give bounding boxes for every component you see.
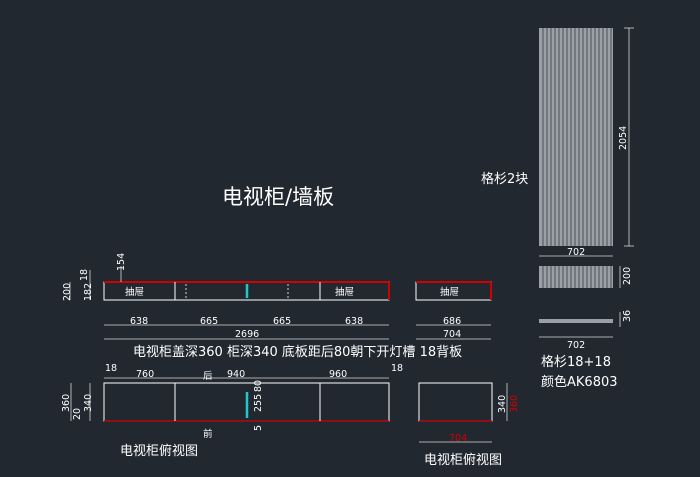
panel-width-dim: 702: [567, 247, 585, 258]
top-dim-80: 80: [253, 380, 264, 392]
top-dim-360: 360: [61, 394, 72, 412]
dim-200: 200: [62, 283, 73, 301]
panel-spec: 格杉18+18: [541, 354, 611, 370]
drawer-label-right: 抽屉: [335, 286, 354, 298]
front-elevation: 抽屉 抽屉 200 18 182 154 638 665 665 638 269…: [62, 253, 492, 340]
top-dim-5: 5: [253, 425, 264, 431]
side-dim-686: 686: [443, 316, 461, 327]
top-seg-dim-3: 960: [329, 369, 347, 380]
top-front-label: 前: [203, 428, 213, 440]
panel-bottom-width-dim: 702: [567, 340, 585, 351]
dim-182: 182: [83, 283, 94, 301]
top-back-label: 后: [203, 371, 213, 382]
seg-dim-2: 665: [200, 316, 218, 327]
panel-label: 格杉2块: [481, 171, 528, 187]
total-dim: 2696: [235, 329, 259, 340]
top-dim-20: 20: [72, 408, 83, 420]
drawer-label-left: 抽屉: [125, 286, 144, 298]
top-dim-255: 255: [253, 394, 264, 412]
drawing-title: 电视柜/墙板: [222, 185, 334, 209]
top-view: 18 18 760 940 960 后 前 360 20 340 255 5 8…: [61, 363, 520, 468]
dim-154: 154: [116, 253, 127, 271]
wall-panel: 2054 702 格杉2块 200 36 702 格杉18+18 颜色AK680…: [481, 27, 634, 390]
panel-strip: [539, 266, 613, 288]
thin-dim: 36: [622, 310, 633, 322]
panel-color: 颜色AK6803: [541, 374, 618, 390]
seg-dim-3: 665: [273, 316, 291, 327]
side-dim-704: 704: [443, 329, 461, 340]
strip-lines: [542, 266, 612, 288]
side-drawer-label: 抽屉: [440, 286, 459, 298]
top-seg-dim-1: 760: [136, 369, 154, 380]
top-view-caption: 电视柜俯视图: [120, 443, 198, 459]
side-top-view: [418, 382, 493, 422]
top-dim-340: 340: [83, 394, 94, 412]
strip-height-dim: 200: [622, 267, 633, 285]
panel-thin-edge: [539, 319, 613, 323]
side-top-dim-340: 340: [497, 395, 508, 413]
panel-height-dim: 2054: [618, 126, 629, 150]
side-top-dim-704: 704: [449, 433, 467, 444]
top-dim-18-left: 18: [105, 363, 117, 374]
panel-hatch: [539, 28, 613, 246]
top-dim-18-right: 18: [391, 363, 403, 374]
seg-dim-4: 638: [345, 316, 363, 327]
dim-18: 18: [79, 269, 90, 281]
seg-dim-1: 638: [130, 316, 148, 327]
cabinet-note: 电视柜盖深360 柜深340 底板距后80朝下开灯槽 18背板: [133, 344, 462, 360]
side-top-dim-360: 360: [509, 395, 520, 413]
top-seg-dim-2: 940: [227, 369, 245, 380]
side-top-view-caption: 电视柜俯视图: [424, 452, 502, 468]
panel-lines: [542, 28, 612, 246]
